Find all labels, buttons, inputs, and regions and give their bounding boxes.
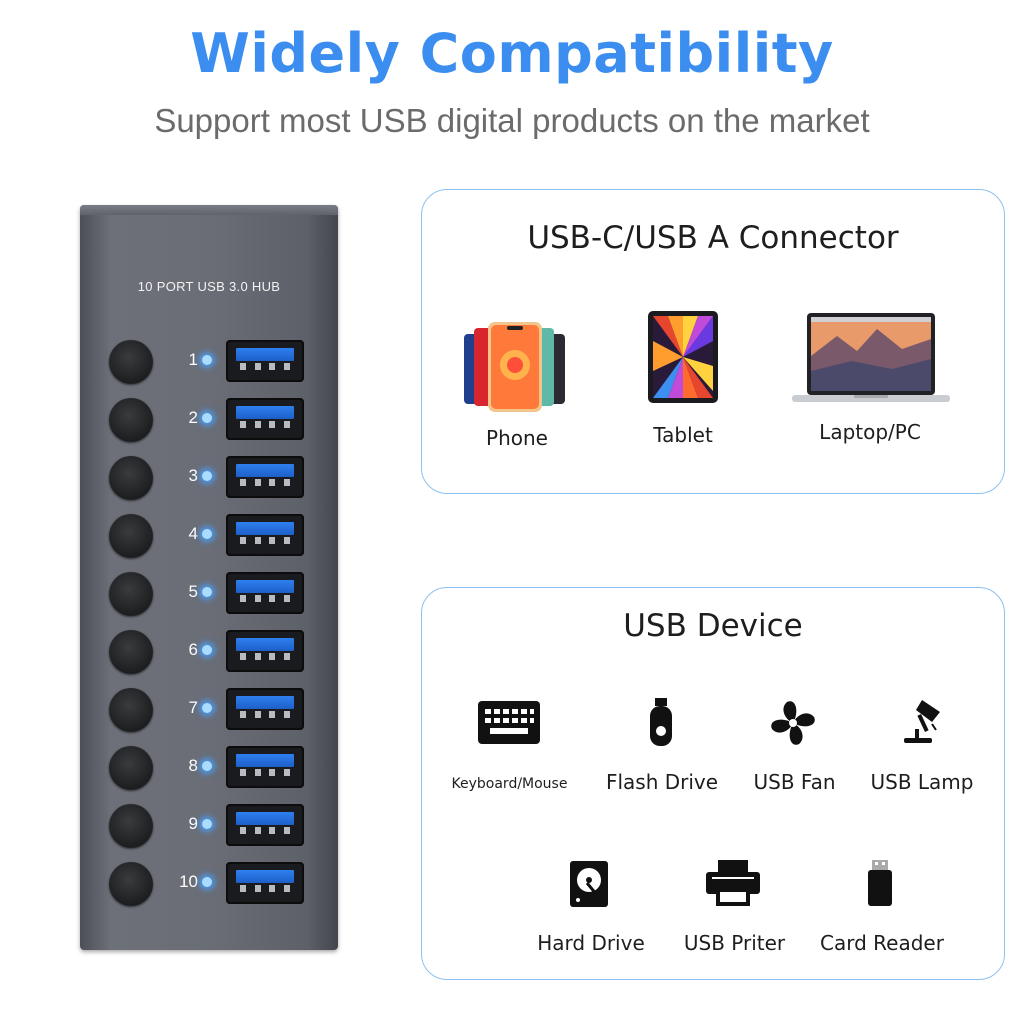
printer-icon (706, 860, 760, 906)
usb-port-pins (240, 711, 290, 718)
connector-card: USB-C/USB A Connector Phone (421, 189, 1005, 494)
card-reader-icon (868, 860, 892, 906)
usb-port-tongue (236, 580, 294, 593)
usb-port-pins (240, 653, 290, 660)
laptop-icon (792, 311, 950, 405)
port-power-button[interactable] (109, 804, 153, 848)
usb-port-tongue (236, 638, 294, 651)
usb-port-tongue (236, 696, 294, 709)
usb-port-pins (240, 769, 290, 776)
port-power-button[interactable] (109, 340, 153, 384)
page-subtitle: Support most USB digital products on the… (154, 102, 870, 139)
hub-port-row: 9 (80, 801, 338, 851)
device-label-card-reader: Card Reader (820, 931, 944, 955)
port-power-button[interactable] (109, 456, 153, 500)
device-label-usb-fan: USB Fan (753, 770, 836, 794)
device-label-tablet: Tablet (653, 423, 713, 447)
hub-top-edge (80, 205, 338, 215)
device-label-printer: USB Priter (683, 931, 786, 955)
port-led-indicator (202, 587, 212, 597)
keyboard-icon (478, 701, 540, 744)
fan-icon (770, 700, 816, 746)
usb-port-pins (240, 595, 290, 602)
usb-port[interactable] (226, 340, 304, 382)
usb-port-tongue (236, 464, 294, 477)
port-number: 3 (188, 466, 198, 485)
hub-port-row: 5 (80, 569, 338, 619)
usb-port-pins (240, 885, 290, 892)
port-number: 6 (188, 640, 198, 659)
port-led-indicator (202, 761, 212, 771)
usb-port[interactable] (226, 398, 304, 440)
port-number: 4 (188, 524, 198, 543)
hub-port-row: 10 (80, 859, 338, 909)
port-number: 5 (188, 582, 198, 601)
hub-port-row: 6 (80, 627, 338, 677)
usb-port[interactable] (226, 862, 304, 904)
connector-card-title: USB-C/USB A Connector (527, 220, 899, 256)
port-led-indicator (202, 413, 212, 423)
tablet-icon (648, 311, 718, 403)
hub-port-row: 8 (80, 743, 338, 793)
usb-port-pins (240, 421, 290, 428)
port-power-button[interactable] (109, 514, 153, 558)
port-number: 8 (188, 756, 198, 775)
flash-drive-icon (650, 698, 672, 746)
port-led-indicator (202, 645, 212, 655)
port-led-indicator (202, 703, 212, 713)
port-number: 7 (188, 698, 198, 717)
port-number: 2 (188, 408, 198, 427)
hub-port-row: 1 (80, 337, 338, 387)
port-power-button[interactable] (109, 862, 153, 906)
usb-port[interactable] (226, 688, 304, 730)
usb-port[interactable] (226, 514, 304, 556)
usb-port-tongue (236, 754, 294, 767)
usb-device-card: USB Device Keyboard/Mouse Flash Drive (421, 587, 1005, 980)
port-led-indicator (202, 877, 212, 887)
port-number: 9 (188, 814, 198, 833)
usb-port-pins (240, 363, 290, 370)
port-led-indicator (202, 355, 212, 365)
port-power-button[interactable] (109, 398, 153, 442)
hub-port-row: 7 (80, 685, 338, 735)
port-led-indicator (202, 529, 212, 539)
device-label-keyboard: Keyboard/Mouse (451, 776, 568, 792)
device-label-phone: Phone (486, 426, 548, 450)
usb-port-pins (240, 537, 290, 544)
usb-port-tongue (236, 406, 294, 419)
hub-port-row: 2 (80, 395, 338, 445)
page-title: Widely Compatibility (190, 22, 834, 85)
hub-port-row: 3 (80, 453, 338, 503)
usb-port-tongue (236, 522, 294, 535)
usb-port-tongue (236, 812, 294, 825)
usb-port[interactable] (226, 746, 304, 788)
port-led-indicator (202, 471, 212, 481)
port-power-button[interactable] (109, 630, 153, 674)
usb-port-pins (240, 827, 290, 834)
usb-port[interactable] (226, 804, 304, 846)
device-label-flash-drive: Flash Drive (605, 770, 719, 794)
port-power-button[interactable] (109, 746, 153, 790)
usb-hub: 10 PORT USB 3.0 HUB 1 2 3 4 5 6 7 8 9 10 (80, 205, 338, 950)
port-power-button[interactable] (109, 688, 153, 732)
port-number: 10 (179, 872, 198, 891)
device-label-laptop: Laptop/PC (819, 420, 921, 444)
hard-drive-icon (570, 861, 608, 907)
hub-port-row: 4 (80, 511, 338, 561)
usb-port-tongue (236, 870, 294, 883)
usb-device-card-title: USB Device (623, 608, 803, 644)
usb-port[interactable] (226, 456, 304, 498)
lamp-icon (902, 698, 944, 744)
port-number: 1 (188, 350, 198, 369)
device-label-hard-drive: Hard Drive (537, 931, 645, 955)
hub-label: 10 PORT USB 3.0 HUB (137, 279, 281, 294)
usb-port[interactable] (226, 630, 304, 672)
usb-port-tongue (236, 348, 294, 361)
phone-icon (462, 320, 567, 415)
device-label-usb-lamp: USB Lamp (870, 770, 974, 794)
port-power-button[interactable] (109, 572, 153, 616)
usb-port-pins (240, 479, 290, 486)
usb-port[interactable] (226, 572, 304, 614)
port-led-indicator (202, 819, 212, 829)
